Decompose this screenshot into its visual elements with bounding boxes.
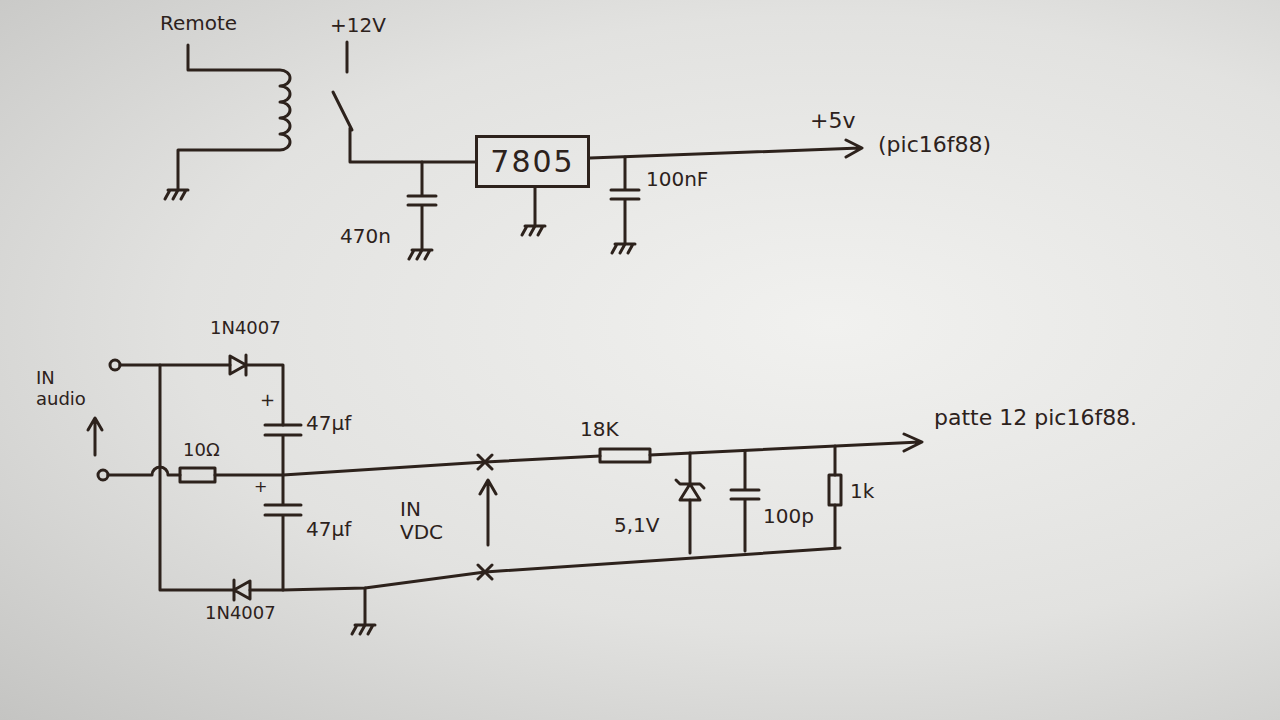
diode-symbol — [230, 355, 246, 375]
arrow — [88, 418, 102, 455]
wire — [534, 188, 537, 226]
cut-mark — [478, 455, 492, 579]
component-label: 47µf — [306, 518, 351, 541]
capacitor-symbol — [731, 451, 759, 551]
ground-symbol — [409, 250, 432, 259]
component-label: 10Ω — [183, 440, 220, 461]
component-label: + — [260, 390, 275, 411]
ground-symbol — [522, 226, 545, 235]
wire — [120, 365, 283, 425]
regulator-box: 7805 — [475, 135, 590, 188]
wire — [834, 446, 837, 548]
wire — [160, 365, 840, 590]
component-label: 1N4007 — [210, 318, 281, 339]
resistor-symbol — [180, 468, 215, 482]
component-label: Remote — [160, 12, 237, 35]
relay-switch — [333, 42, 475, 162]
component-label: (pic16f88) — [878, 132, 991, 157]
component-label: 5,1V — [614, 514, 660, 537]
component-label: 470n — [340, 225, 391, 248]
component-label: 1k — [850, 480, 874, 503]
component-label: 18K — [580, 418, 619, 441]
component-label: 100p — [763, 505, 814, 528]
wire — [108, 456, 600, 475]
component-label: 100nF — [646, 168, 708, 191]
component-label: 47µf — [306, 412, 351, 435]
capacitor-symbol — [265, 425, 301, 590]
arrow — [480, 480, 496, 545]
zener-symbol — [676, 480, 704, 500]
component-label: 1N4007 — [205, 603, 276, 624]
component-label: +12V — [330, 14, 386, 37]
resistor-symbol — [600, 449, 650, 462]
component-label: + — [254, 478, 267, 496]
capacitor-symbol — [611, 157, 639, 244]
part-name: 7805 — [490, 144, 574, 179]
diode-symbol — [234, 580, 250, 600]
capacitor-symbol — [408, 162, 436, 250]
ground-symbol — [352, 625, 375, 634]
component-label: IN VDC — [400, 498, 470, 544]
wire — [689, 453, 692, 553]
resistor-symbol — [829, 475, 841, 505]
relay-coil — [178, 45, 290, 190]
ground-symbol — [165, 190, 188, 199]
component-label: patte 12 pic16f88. — [934, 405, 1174, 430]
wire — [590, 140, 862, 158]
wire — [364, 588, 367, 625]
component-label: IN audio — [36, 368, 98, 409]
component-label: +5v — [810, 108, 855, 133]
ground-symbol — [612, 244, 635, 253]
